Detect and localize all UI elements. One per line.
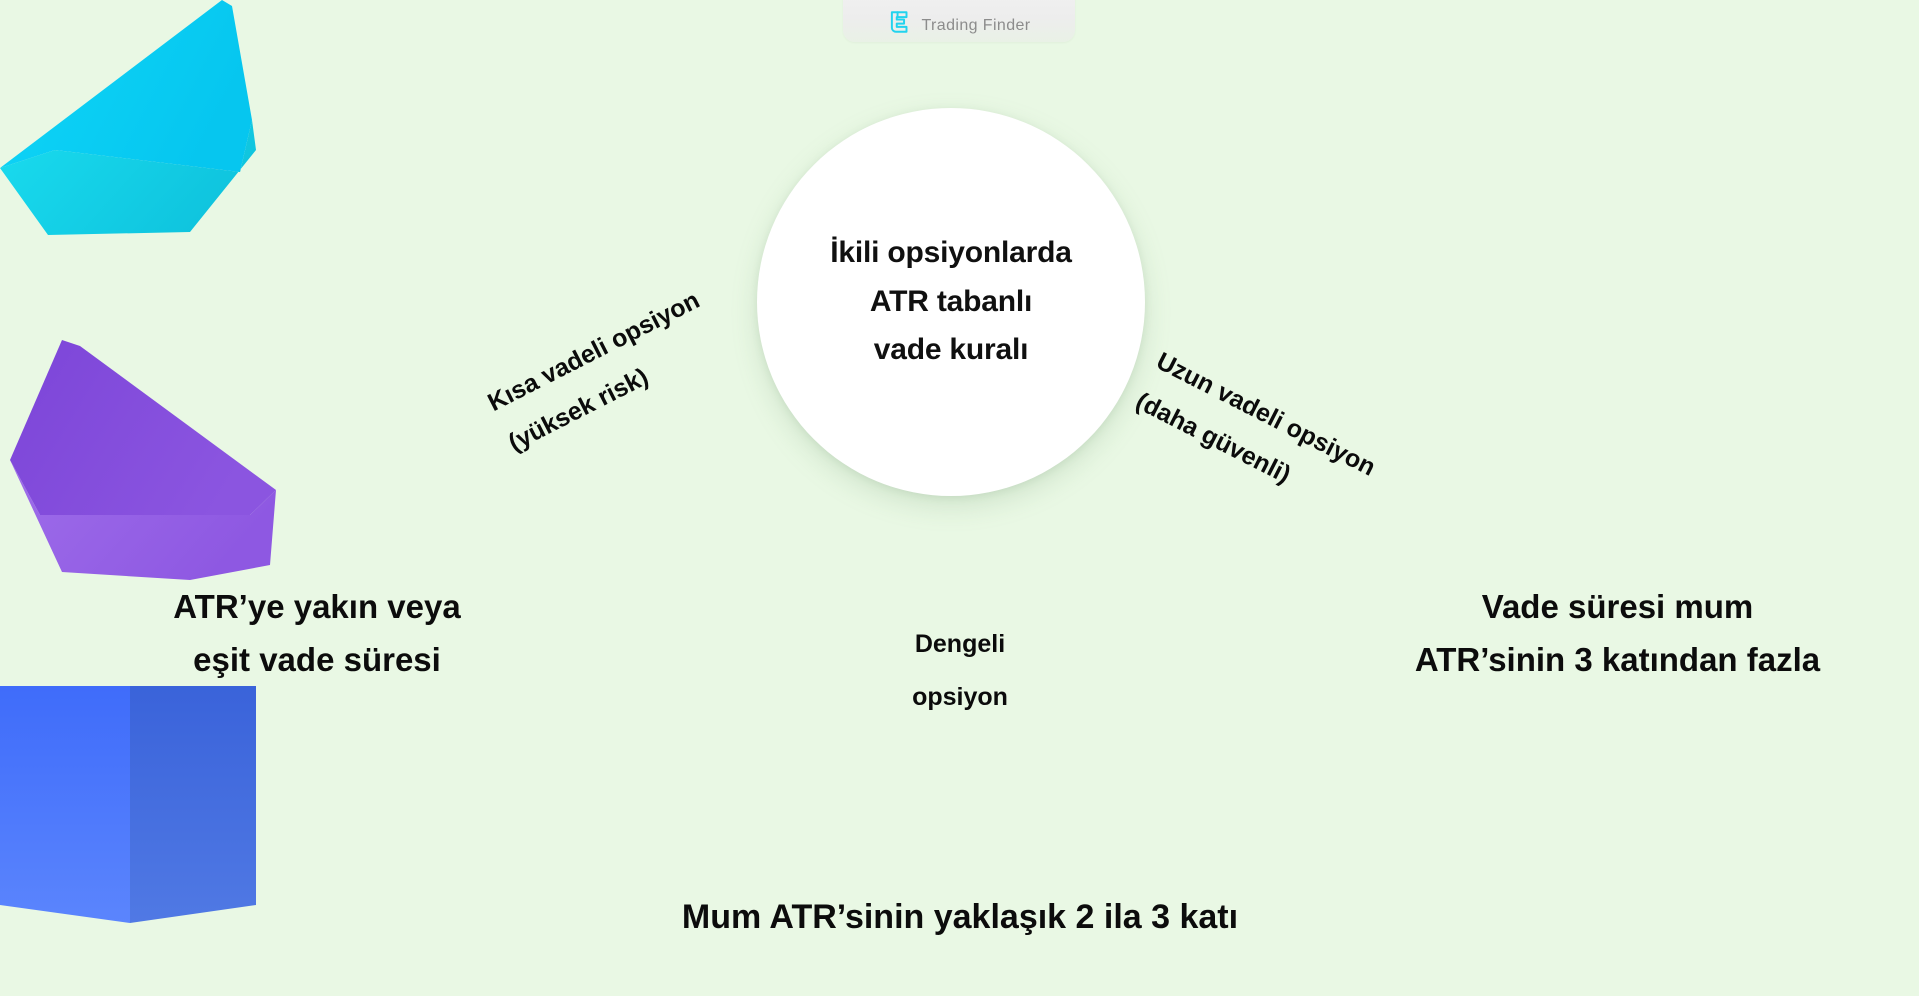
short-term-label-line-1: Kısa vadeli opsiyon xyxy=(483,286,705,417)
caption-long-term: Vade süresi mum ATR’sinin 3 katından faz… xyxy=(1385,580,1850,687)
long-term-label-line-2: (daha güvenli) xyxy=(1131,386,1296,489)
balanced-label-line-2: opsiyon xyxy=(912,682,1008,711)
long-term-arrow-label: Uzun vadeli opsiyon (daha güvenli) xyxy=(1128,340,1418,546)
caption-long-term-line-1: Vade süresi mum xyxy=(1481,588,1754,625)
caption-balanced: Mum ATR’sinin yaklaşık 2 ila 3 katı xyxy=(645,890,1275,945)
short-term-arrow-label: Kısa vadeli opsiyon (yüksek risk) xyxy=(480,258,770,464)
balanced-arrow-label: Dengeli opsiyon xyxy=(830,618,1090,723)
long-term-arrow-shape xyxy=(10,340,276,580)
long-term-label-line-1: Uzun vadeli opsiyon xyxy=(1151,346,1380,482)
trading-finder-logo-icon xyxy=(891,11,908,33)
branch-arrow-long-term[interactable] xyxy=(0,340,430,680)
center-title-line-1: İkili opsiyonlarda xyxy=(830,236,1072,270)
caption-short-term: ATR’ye yakın veya eşit vade süresi xyxy=(152,580,482,687)
branch-arrow-short-term[interactable] xyxy=(0,0,430,340)
caption-short-term-line-1: ATR’ye yakın veya xyxy=(173,588,461,625)
trading-finder-watermark: Trading Finder xyxy=(843,0,1075,42)
branch-arrow-balanced[interactable] xyxy=(0,680,260,996)
balanced-arrow-shape xyxy=(0,686,256,923)
caption-long-term-line-2: ATR’sinin 3 katından fazla xyxy=(1414,641,1821,679)
center-hub: İkili opsiyonlarda ATR tabanlı vade kura… xyxy=(757,108,1145,496)
caption-short-term-line-2: eşit vade süresi xyxy=(193,641,441,679)
balanced-label-line-1: Dengeli xyxy=(914,630,1006,658)
center-title-line-2: ATR tabanlı xyxy=(869,284,1033,318)
short-term-label-line-2: (yüksek risk) xyxy=(503,362,653,457)
center-title-line-3: vade kuralı xyxy=(873,333,1029,367)
caption-balanced-line-1: Mum ATR’sinin yaklaşık 2 ila 3 katı xyxy=(681,898,1239,936)
trading-finder-wordmark: Trading Finder xyxy=(921,17,1031,34)
short-term-arrow-shape xyxy=(0,0,256,235)
